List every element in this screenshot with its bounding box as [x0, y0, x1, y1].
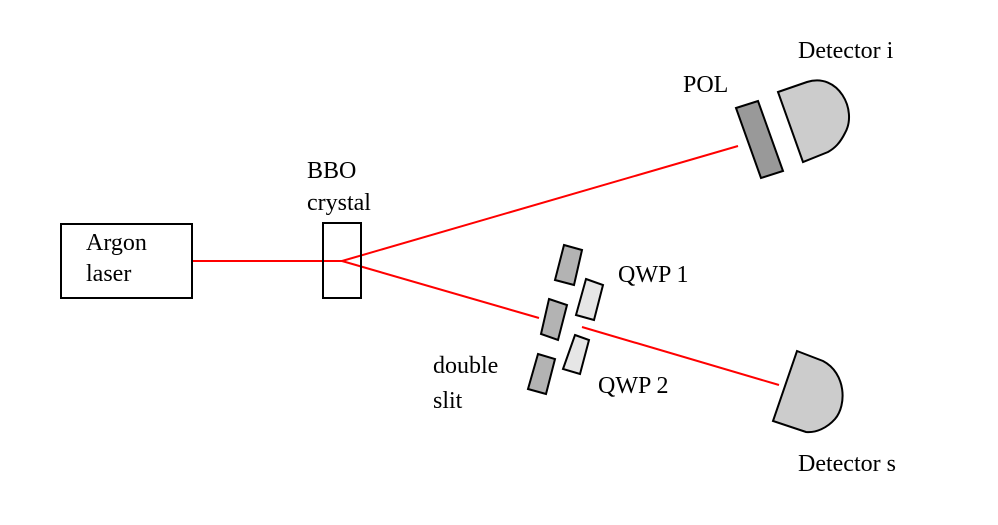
- detector-i: Detector i: [776, 38, 894, 164]
- detector-s-body: [771, 349, 844, 434]
- double-slit-label-line2: slit: [433, 388, 463, 414]
- bbo-crystal: BBO crystal: [307, 158, 371, 299]
- detector-i-body: [776, 79, 850, 164]
- qwp-2-label: QWP 2: [598, 373, 668, 399]
- polarizer-plate: [734, 99, 785, 180]
- laser-label-line1: Argon: [86, 230, 147, 256]
- polarizer-label: POL: [683, 72, 728, 98]
- slit-block-middle: [539, 297, 569, 342]
- polarizer: POL: [683, 72, 785, 180]
- detector-s: Detector s: [771, 349, 896, 477]
- qwp-2-plate: [561, 333, 591, 376]
- crystal-label-line2: crystal: [307, 190, 371, 216]
- qwp-1-label: QWP 1: [618, 262, 688, 288]
- signal-beam-before-slit: [341, 260, 540, 319]
- detector-i-label: Detector i: [798, 38, 894, 64]
- laser-label-line2: laser: [86, 261, 131, 287]
- laser-box: [60, 223, 193, 299]
- argon-laser: Argon laser: [60, 223, 193, 299]
- slit-block-top: [553, 243, 584, 287]
- qwp-1-plate: [574, 277, 605, 322]
- double-slit: double slit: [433, 243, 584, 414]
- qwp-1: QWP 1: [574, 262, 688, 322]
- idler-beam: [341, 145, 739, 262]
- crystal-label-line1: BBO: [307, 158, 356, 184]
- slit-block-bottom: [526, 352, 557, 396]
- signal-beam-after-slit: [581, 326, 780, 386]
- crystal-box: [322, 222, 362, 299]
- qwp-2: QWP 2: [561, 333, 668, 399]
- detector-s-label: Detector s: [798, 451, 896, 477]
- double-slit-label-line1: double: [433, 353, 498, 379]
